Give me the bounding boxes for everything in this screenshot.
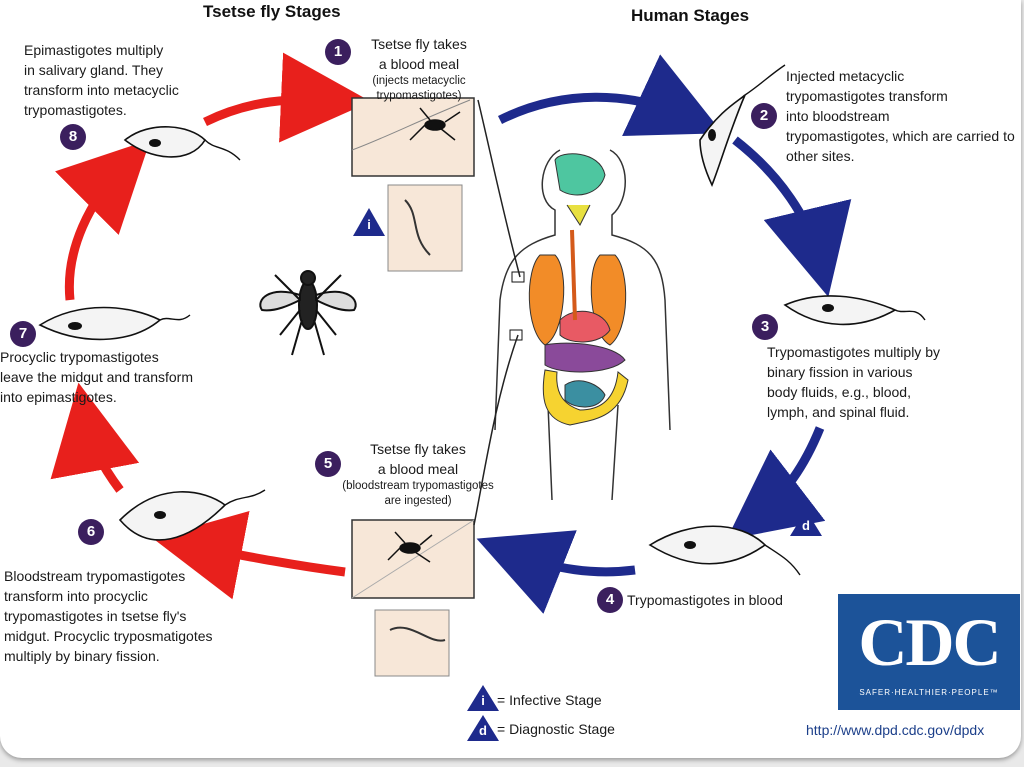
step-6-badge: 6 — [78, 519, 104, 545]
legend-diagnostic: = Diagnostic Stage — [497, 721, 615, 737]
source-url[interactable]: http://www.dpd.cdc.gov/dpdx — [806, 722, 985, 738]
parasite-6 — [118, 491, 227, 541]
infective-stage-marker: i — [367, 217, 371, 232]
parasite-2 — [699, 94, 746, 188]
step-2-badge: 2 — [751, 103, 777, 129]
arrow-2-to-3 — [732, 136, 852, 298]
step-7-badge: 7 — [10, 321, 36, 347]
parasite-3 — [783, 295, 897, 326]
arrow-6-to-7 — [50, 382, 140, 493]
step-5-badge: 5 — [315, 451, 341, 477]
parasite-4 — [648, 525, 767, 565]
legend-infective-icon: i — [481, 693, 485, 708]
step-8-badge: 8 — [60, 124, 86, 150]
legend-infective: = Infective Stage — [497, 692, 602, 708]
arrow-1-to-2 — [497, 54, 723, 136]
step-4-text: Trypomastigotes in blood — [627, 592, 783, 608]
arrow-8-to-1 — [203, 52, 371, 143]
step-4-badge: 4 — [597, 587, 623, 613]
human-stages-header: Human Stages — [631, 6, 750, 25]
step-1-badge: 1 — [325, 39, 351, 65]
cdc-logo: CDC SAFER·HEALTHIER·PEOPLE™ — [838, 594, 1020, 710]
legend-diagnostic-icon: d — [479, 723, 487, 738]
arrow-4-to-5 — [476, 530, 636, 614]
diagnostic-stage-marker: d — [802, 518, 810, 533]
fly-stages-header: Tsetse fly Stages — [203, 2, 341, 21]
parasite-7 — [38, 306, 162, 341]
arrow-5-to-6 — [152, 511, 346, 600]
arrow-3-to-4 — [726, 426, 826, 540]
parasite-8 — [123, 126, 207, 158]
arrow-7-to-8 — [54, 139, 151, 301]
step-3-badge: 3 — [752, 314, 778, 340]
